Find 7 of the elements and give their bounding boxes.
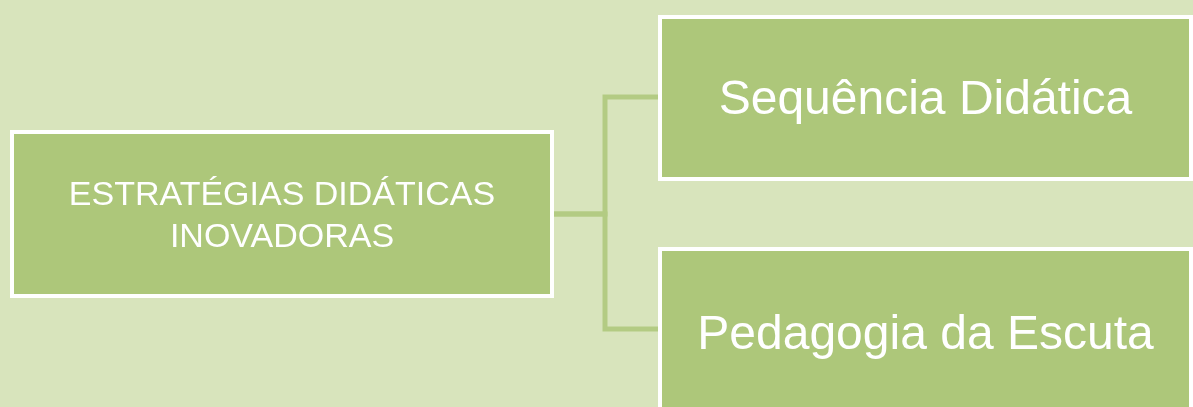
box-label: Sequência Didática xyxy=(718,70,1133,126)
process-box xyxy=(658,247,1193,407)
box-label: ESTRATÉGIAS DIDÁTICAS INOVADORAS xyxy=(67,172,497,256)
process-box xyxy=(658,15,1193,181)
process-box xyxy=(10,130,554,298)
box-label: Pedagogia da Escuta xyxy=(697,305,1154,361)
connector-line xyxy=(554,211,658,332)
